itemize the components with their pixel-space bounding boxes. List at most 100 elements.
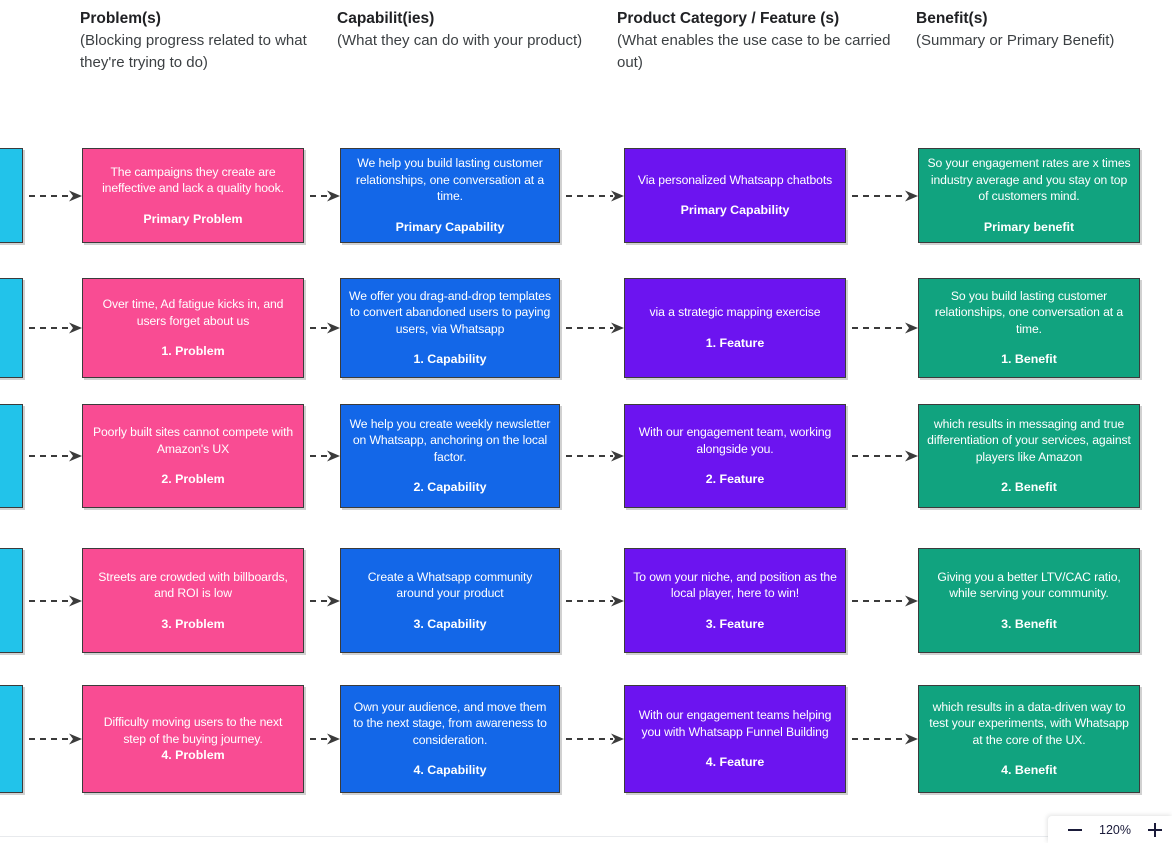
arrow-capability-to-feature-row-2 xyxy=(566,322,624,334)
node-feature-row-2[interactable]: via a strategic mapping exercise 1. Featu… xyxy=(624,278,846,378)
arrow-problem-to-capability-row-5 xyxy=(310,733,340,745)
node-benefit-row-4[interactable]: Giving you a better LTV/CAC ratio, while… xyxy=(918,548,1140,653)
column-header-title: Product Category / Feature (s) xyxy=(617,10,840,27)
node-problem-row-5[interactable]: Difficulty moving users to the next step… xyxy=(82,685,304,793)
node-tag-label: 2. Benefit xyxy=(1001,480,1057,495)
node-tag-label: Primary benefit xyxy=(983,219,1075,234)
column-header-capabilities: Capabilit(ies) (What they can do with yo… xyxy=(337,8,597,52)
plus-icon[interactable] xyxy=(1146,821,1164,839)
node-tag-label: 2. Feature xyxy=(705,472,765,486)
arrow-source-to-problem-row-2 xyxy=(29,322,82,334)
column-header-subtitle: (What they can do with your product) xyxy=(337,32,583,49)
node-body-text: Create a Whatsapp community around your … xyxy=(367,569,533,601)
node-body-text: via a strategic mapping exercise xyxy=(649,305,821,320)
node-body-text: We help you create weekly newsletter on … xyxy=(349,416,551,464)
arrow-capability-to-feature-row-4 xyxy=(566,595,624,607)
column-header-problems: Problem(s) (Blocking progress related to… xyxy=(80,8,330,74)
arrow-feature-to-benefit-row-1 xyxy=(852,190,918,202)
node-tag-label: 4. Capability xyxy=(413,763,487,778)
node-capability-row-3[interactable]: We help you create weekly newsletter on … xyxy=(340,404,560,508)
node-body-text: Own your audience, and move them to the … xyxy=(353,699,547,747)
arrow-feature-to-benefit-row-3 xyxy=(852,450,918,462)
node-tag-label: 4. Problem xyxy=(161,748,225,762)
arrow-feature-to-benefit-row-2 xyxy=(852,322,918,334)
node-tag-label: 2. Capability xyxy=(413,480,487,495)
node-body-text: We help you build lasting customer relat… xyxy=(355,156,545,204)
node-problem-row-1[interactable]: The campaigns they create are ineffectiv… xyxy=(82,148,304,243)
bottom-divider xyxy=(0,836,1172,837)
arrow-capability-to-feature-row-1 xyxy=(566,190,624,202)
column-header-product-category-feature: Product Category / Feature (s) (What ena… xyxy=(617,8,897,74)
column-header-title: Capabilit(ies) xyxy=(337,10,435,27)
node-benefit-row-3[interactable]: which results in messaging and true diff… xyxy=(918,404,1140,508)
arrow-problem-to-capability-row-1 xyxy=(310,190,340,202)
node-tag-label: 1. Feature xyxy=(705,335,765,350)
node-tag-label: 1. Capability xyxy=(413,352,487,367)
node-feature-row-5[interactable]: With our engagement teams helping you wi… xyxy=(624,685,846,793)
node-capability-row-2[interactable]: We offer you drag-and-drop templates to … xyxy=(340,278,560,378)
node-tag-label: 4. Feature xyxy=(705,755,765,769)
column-header-benefits: Benefit(s) (Summary or Primary Benefit) xyxy=(916,8,1172,52)
arrow-capability-to-feature-row-5 xyxy=(566,733,624,745)
arrow-problem-to-capability-row-2 xyxy=(310,322,340,334)
node-tag-label: Primary Capability xyxy=(395,219,505,234)
node-body-text: Streets are crowded with billboards, and… xyxy=(98,569,288,601)
node-benefit-row-5[interactable]: which results in a data-driven way to te… xyxy=(918,685,1140,793)
node-tag-label: Primary Problem xyxy=(143,211,243,226)
node-body-text: With our engagement teams helping you wi… xyxy=(638,708,832,739)
arrow-source-to-problem-row-5 xyxy=(29,733,82,745)
column-headers: Problem(s) (Blocking progress related to… xyxy=(0,0,1172,120)
node-benefit-row-2[interactable]: So you build lasting customer relationsh… xyxy=(918,278,1140,378)
node-tag-label: 4. Benefit xyxy=(1001,763,1057,778)
arrow-source-to-problem-row-1 xyxy=(29,190,82,202)
node-source-row-3[interactable] xyxy=(0,404,23,508)
column-header-subtitle: (Blocking progress related to what they'… xyxy=(80,32,307,71)
node-tag-label: Primary Capability xyxy=(680,203,790,218)
node-body-text: Over time, Ad fatigue kicks in, and user… xyxy=(102,297,284,328)
node-feature-row-4[interactable]: To own your niche, and position as the l… xyxy=(624,548,846,653)
node-body-text: which results in a data-driven way to te… xyxy=(929,699,1129,747)
arrow-feature-to-benefit-row-4 xyxy=(852,595,918,607)
arrow-feature-to-benefit-row-5 xyxy=(852,733,918,745)
node-tag-label: 3. Feature xyxy=(705,616,765,631)
zoom-level-label: 120% xyxy=(1099,822,1131,837)
node-capability-row-1[interactable]: We help you build lasting customer relat… xyxy=(340,148,560,243)
node-benefit-row-1[interactable]: So your engagement rates are x times ind… xyxy=(918,148,1140,243)
node-problem-row-3[interactable]: Poorly built sites cannot compete with A… xyxy=(82,404,304,508)
arrow-source-to-problem-row-4 xyxy=(29,595,82,607)
node-tag-label: 2. Problem xyxy=(161,472,225,486)
arrow-problem-to-capability-row-4 xyxy=(310,595,340,607)
node-source-row-4[interactable] xyxy=(0,548,23,653)
column-header-subtitle: (What enables the use case to be carried… xyxy=(617,32,891,71)
node-body-text: Difficulty moving users to the next step… xyxy=(103,715,283,746)
node-source-row-1[interactable] xyxy=(0,148,23,243)
node-feature-row-3[interactable]: With our engagement team, working alongs… xyxy=(624,404,846,508)
minus-icon[interactable] xyxy=(1066,821,1084,839)
node-source-row-2[interactable] xyxy=(0,278,23,378)
arrow-capability-to-feature-row-3 xyxy=(566,450,624,462)
node-body-text: Poorly built sites cannot compete with A… xyxy=(92,425,294,456)
node-tag-label: 3. Benefit xyxy=(1001,616,1057,631)
zoom-control-bar[interactable]: 120% xyxy=(1048,816,1172,843)
node-body-text: With our engagement team, working alongs… xyxy=(638,425,832,456)
node-body-text: Via personalized Whatsapp chatbots xyxy=(637,172,833,187)
node-capability-row-5[interactable]: Own your audience, and move them to the … xyxy=(340,685,560,793)
node-body-text: So your engagement rates are x times ind… xyxy=(927,156,1131,204)
column-header-title: Problem(s) xyxy=(80,10,161,27)
node-body-text: We offer you drag-and-drop templates to … xyxy=(349,288,551,336)
node-body-text: which results in messaging and true diff… xyxy=(927,416,1131,464)
arrow-source-to-problem-row-3 xyxy=(29,450,82,462)
node-problem-row-4[interactable]: Streets are crowded with billboards, and… xyxy=(82,548,304,653)
flow-diagram-canvas[interactable]: The campaigns they create are ineffectiv… xyxy=(0,0,1172,800)
node-body-text: Giving you a better LTV/CAC ratio, while… xyxy=(937,569,1121,601)
node-capability-row-4[interactable]: Create a Whatsapp community around your … xyxy=(340,548,560,653)
node-tag-label: 3. Problem xyxy=(161,616,225,631)
node-tag-label: 1. Benefit xyxy=(1001,352,1057,367)
arrow-problem-to-capability-row-3 xyxy=(310,450,340,462)
column-header-subtitle: (Summary or Primary Benefit) xyxy=(916,32,1115,49)
node-body-text: To own your niche, and position as the l… xyxy=(633,569,837,601)
node-problem-row-2[interactable]: Over time, Ad fatigue kicks in, and user… xyxy=(82,278,304,378)
node-tag-label: 3. Capability xyxy=(413,616,487,631)
node-source-row-5[interactable] xyxy=(0,685,23,793)
